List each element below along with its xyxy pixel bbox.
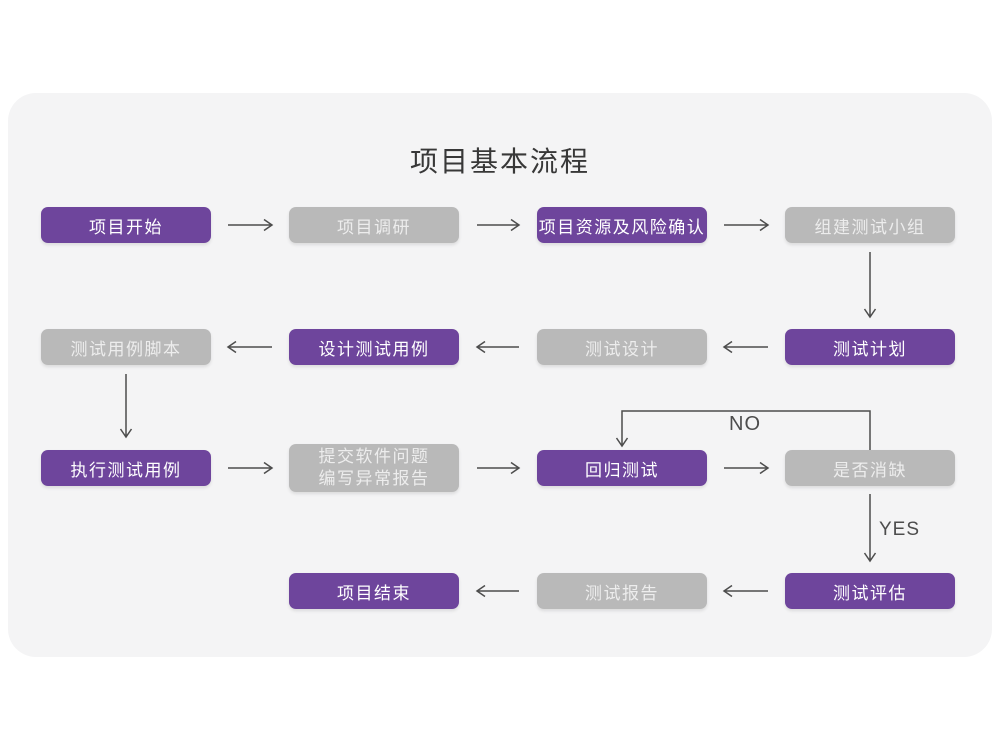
flow-node-project-end: 项目结束 (289, 573, 459, 609)
flow-node-test-plan: 测试计划 (785, 329, 955, 365)
flow-node-project-research: 项目调研 (289, 207, 459, 243)
flow-node-build-test-team: 组建测试小组 (785, 207, 955, 243)
flow-node-resource-risk: 项目资源及风险确认 (537, 207, 707, 243)
diagram-title: 项目基本流程 (409, 146, 590, 177)
flow-node-test-report: 测试报告 (537, 573, 707, 609)
yes-branch-label: YES (879, 519, 921, 540)
flow-node-test-case-scripts: 测试用例脚本 (41, 329, 211, 365)
flow-node-test-design: 测试设计 (537, 329, 707, 365)
flow-node-defect-resolved: 是否消缺 (785, 450, 955, 486)
flow-node-submit-issues: 提交软件问题 编写异常报告 (289, 444, 459, 492)
background-panel (8, 93, 992, 657)
flow-node-design-test-cases: 设计测试用例 (289, 329, 459, 365)
flow-node-test-evaluation: 测试评估 (785, 573, 955, 609)
submit-issues-line-1: 提交软件问题 (318, 446, 430, 466)
flow-node-execute-test-cases: 执行测试用例 (41, 450, 211, 486)
flow-node-regression-test: 回归测试 (537, 450, 707, 486)
no-branch-label: NO (729, 413, 761, 435)
submit-issues-line-2: 编写异常报告 (318, 469, 430, 488)
flow-node-project-start: 项目开始 (41, 207, 211, 243)
